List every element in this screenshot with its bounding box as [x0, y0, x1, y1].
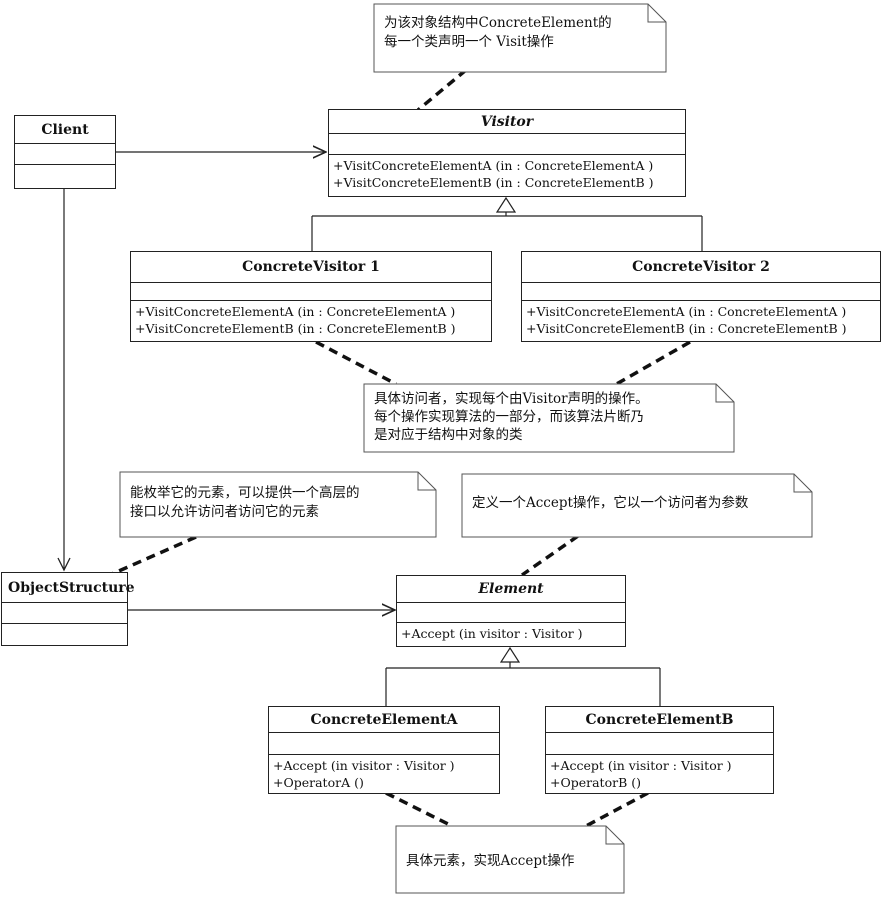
- concrete-element-a-op-1: +Accept (in visitor : Visitor ): [273, 758, 455, 773]
- concrete-visitor-2-op-1: +VisitConcreteElementA (in : ConcreteEle…: [526, 304, 847, 319]
- concrete-element-b-op-2: +OperatorB (): [550, 775, 641, 790]
- client-attributes: [15, 144, 115, 165]
- concrete-visitor-1-op-1: +VisitConcreteElementA (in : ConcreteEle…: [135, 304, 456, 319]
- object-structure-class: ObjectStructure: [1, 572, 135, 646]
- concrete-visitor-note-line-1: 具体访问者，实现每个由Visitor声明的操作。: [374, 391, 649, 407]
- object-structure-note-line-2: 接口以允许访问者访问它的元素: [130, 504, 319, 520]
- element-attributes: [397, 603, 625, 623]
- concrete-visitor-2-name: ConcreteVisitor 2: [522, 252, 880, 283]
- visitor-op-1: +VisitConcreteElementA (in : ConcreteEle…: [333, 158, 654, 173]
- visitor-generalization: [311, 196, 703, 251]
- object-structure-operations: [2, 624, 127, 643]
- client-class: Client: [14, 115, 116, 189]
- concrete-visitor-note-line-3: 是对应于结构中对象的类: [374, 427, 523, 443]
- element-op-1: +Accept (in visitor : Visitor ): [401, 626, 583, 641]
- visitor-note-anchor: [416, 68, 468, 112]
- concrete-visitor-1-op-2: +VisitConcreteElementB (in : ConcreteEle…: [135, 321, 456, 336]
- visitor-attributes: [329, 134, 685, 155]
- visitor-class: Visitor +VisitConcreteElementA (in : Con…: [328, 109, 686, 197]
- element-note-anchor: [520, 534, 580, 577]
- concrete-element-note-line-1: 具体元素，实现Accept操作: [406, 853, 575, 869]
- concrete-element-note-anchor-2: [585, 791, 649, 828]
- concrete-element-a-name: ConcreteElementA: [269, 707, 499, 733]
- concrete-visitor-2-attributes: [522, 283, 880, 301]
- element-note-shape: [461, 473, 813, 538]
- element-note-line-1: 定义一个Accept操作，它以一个访问者为参数: [472, 495, 749, 511]
- object-structure-note-line-1: 能枚举它的元素，可以提供一个高层的: [130, 485, 360, 501]
- concrete-element-a-attributes: [269, 733, 499, 755]
- visitor-note-line-2: 每一个类声明一个 Visit操作: [384, 34, 554, 50]
- concrete-element-a-operations: +Accept (in visitor : Visitor ) +Operato…: [269, 755, 499, 793]
- object-structure-attributes: [2, 603, 127, 624]
- concrete-element-b-name: ConcreteElementB: [546, 707, 773, 733]
- concrete-visitor-1-attributes: [131, 283, 491, 301]
- concrete-visitor-1-operations: +VisitConcreteElementA (in : ConcreteEle…: [131, 301, 491, 339]
- element-class-name: Element: [397, 576, 625, 603]
- visitor-operations: +VisitConcreteElementA (in : ConcreteEle…: [329, 155, 685, 193]
- concrete-visitor-2-operations: +VisitConcreteElementA (in : ConcreteEle…: [522, 301, 880, 339]
- concrete-element-b-class: ConcreteElementB +Accept (in visitor : V…: [545, 706, 774, 794]
- visitor-note-shape: [373, 3, 667, 73]
- concrete-visitor-note-line-2: 每个操作实现算法的一部分，而该算法片断乃: [374, 409, 644, 425]
- element-class: Element +Accept (in visitor : Visitor ): [396, 575, 626, 647]
- concrete-visitor-1-class: ConcreteVisitor 1 +VisitConcreteElementA…: [130, 251, 492, 342]
- object-structure-note-shape: [119, 471, 437, 538]
- visitor-note: 为该对象结构中ConcreteElement的 每一个类声明一个 Visit操作: [376, 8, 646, 58]
- client-class-name: Client: [15, 116, 115, 144]
- concrete-visitor-note: 具体访问者，实现每个由Visitor声明的操作。 每个操作实现算法的一部分，而该…: [366, 388, 726, 446]
- concrete-element-b-operations: +Accept (in visitor : Visitor ) +Operato…: [546, 755, 773, 793]
- concrete-visitor-2-op-2: +VisitConcreteElementB (in : ConcreteEle…: [526, 321, 847, 336]
- concrete-visitor-note-anchor-2: [605, 340, 691, 392]
- element-note: 定义一个Accept操作，它以一个访问者为参数: [464, 488, 794, 519]
- concrete-element-a-op-2: +OperatorA (): [273, 775, 364, 790]
- concrete-element-b-attributes: [546, 733, 773, 755]
- element-operations: +Accept (in visitor : Visitor ): [397, 623, 625, 644]
- visitor-class-name: Visitor: [329, 110, 685, 134]
- concrete-element-b-op-1: +Accept (in visitor : Visitor ): [550, 758, 732, 773]
- object-structure-note: 能枚举它的元素，可以提供一个高层的 接口以允许访问者访问它的元素: [122, 478, 422, 528]
- concrete-visitor-1-name: ConcreteVisitor 1: [131, 252, 491, 283]
- concrete-element-note: 具体元素，实现Accept操作: [398, 846, 608, 877]
- concrete-visitor-note-anchor-1: [315, 340, 397, 386]
- client-operations: [15, 165, 115, 186]
- visitor-op-2: +VisitConcreteElementB (in : ConcreteEle…: [333, 175, 654, 190]
- visitor-note-line-1: 为该对象结构中ConcreteElement的: [384, 15, 612, 31]
- object-structure-name: ObjectStructure: [2, 573, 135, 603]
- object-structure-note-anchor: [111, 535, 197, 576]
- concrete-element-note-shape: [395, 825, 625, 894]
- concrete-element-a-class: ConcreteElementA +Accept (in visitor : V…: [268, 706, 500, 794]
- concrete-visitor-2-class: ConcreteVisitor 2 +VisitConcreteElementA…: [521, 251, 881, 342]
- concrete-visitor-note-shape: [363, 383, 735, 453]
- element-generalization: [385, 646, 661, 706]
- concrete-element-note-anchor-1: [385, 791, 453, 828]
